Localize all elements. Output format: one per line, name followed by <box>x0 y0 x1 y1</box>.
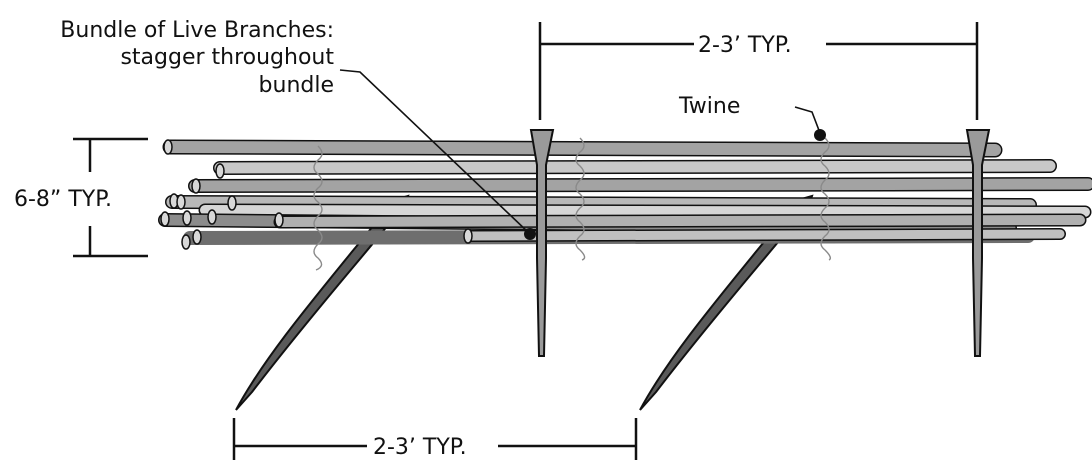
twine-wrap <box>820 137 832 261</box>
bundle-leader-line <box>339 69 531 235</box>
dimension-top <box>538 22 979 120</box>
diameter-label: 6-8” TYP. <box>14 187 112 212</box>
branch-end <box>163 139 173 155</box>
twine-wrap <box>313 145 323 271</box>
branch <box>189 178 1092 192</box>
branch-end <box>274 212 284 228</box>
bundle-label-line2: stagger throughout <box>120 45 334 70</box>
branch <box>166 196 1036 211</box>
angled-stakes <box>235 194 814 411</box>
branch-end <box>207 209 217 225</box>
branch <box>275 215 1085 227</box>
twine-label: Twine <box>678 94 740 119</box>
branch-ends <box>160 139 473 250</box>
branch-end <box>192 229 202 245</box>
branch <box>214 160 1056 174</box>
top-spacing-label: 2-3’ TYP. <box>698 33 792 58</box>
branch-end <box>176 194 186 210</box>
twine-leader-line <box>794 106 821 134</box>
bundle-leader-dot <box>524 228 536 240</box>
twine-leader-dot <box>814 129 826 141</box>
bottom-spacing-label: 2-3’ TYP. <box>373 435 467 460</box>
dimension-diameter <box>73 137 148 258</box>
branch-end <box>227 195 237 211</box>
branch-end <box>160 211 170 227</box>
dimension-bottom <box>232 418 638 460</box>
vertical-stakes <box>529 129 991 357</box>
branch <box>465 229 1065 241</box>
branch-end <box>463 228 473 244</box>
branch-bundle <box>158 139 1092 245</box>
branch-end <box>215 163 225 179</box>
twine-wraps <box>313 137 832 271</box>
bundle-label-line1: Bundle of Live Branches: <box>60 18 334 43</box>
branch <box>200 205 1090 217</box>
bundle-label-line3: bundle <box>259 73 334 98</box>
branch-end <box>181 234 191 250</box>
branch-end <box>182 210 192 226</box>
twine-wrap <box>575 137 586 261</box>
branch-end <box>191 178 201 194</box>
leaders <box>339 69 826 240</box>
vertical-stake-left <box>529 129 555 357</box>
vertical-stake-right <box>965 129 991 357</box>
